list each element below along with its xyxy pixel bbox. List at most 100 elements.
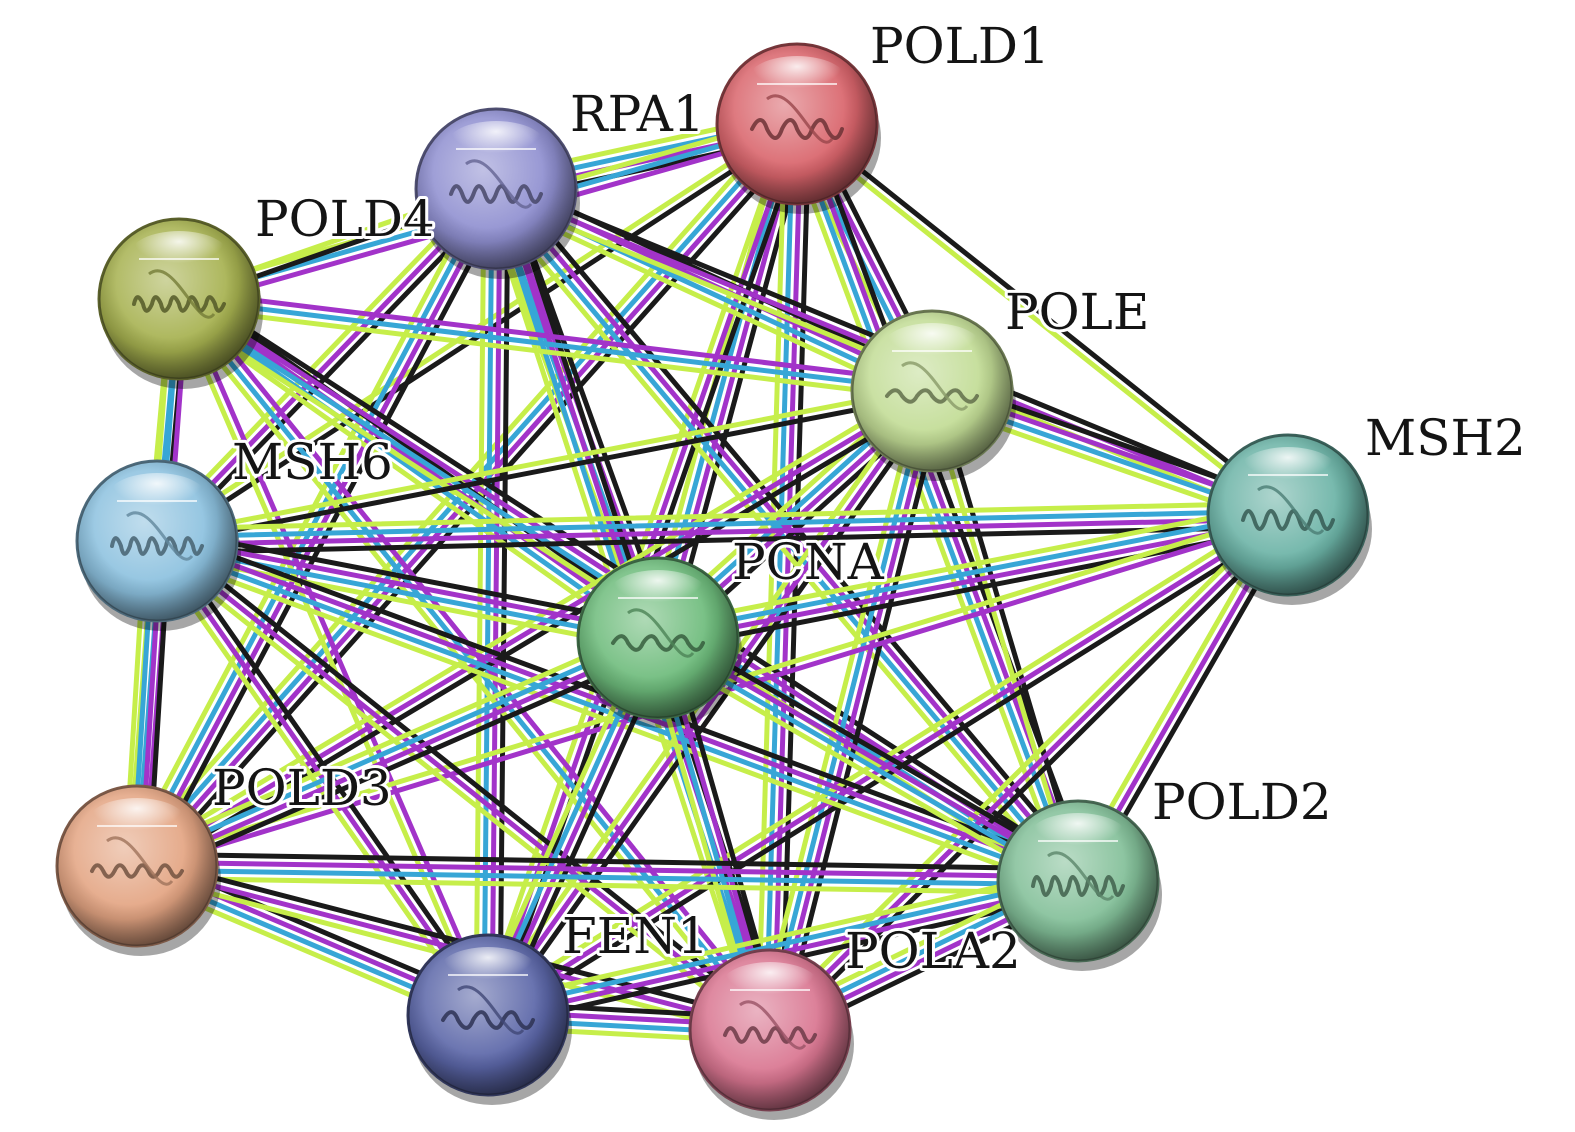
edge-line-text_mining	[482, 866, 1078, 1006]
node-label-pcna: PCNA	[732, 533, 885, 591]
edge-line-coexpression	[492, 393, 942, 1023]
edge-line-databases	[654, 508, 1290, 637]
edge-line-text_mining	[153, 384, 934, 540]
edge-line-databases	[484, 874, 1080, 1014]
edge-line-experiments	[180, 294, 495, 1016]
edge-POLD4-FEN1	[172, 294, 495, 1020]
edge-line-databases	[176, 296, 935, 394]
edge-line-coexpression	[159, 532, 778, 1027]
node-label-fen1: FEN1	[562, 907, 709, 965]
node-highlight	[107, 473, 207, 521]
edge-line-databases	[154, 508, 1291, 540]
edge-line-text_mining	[130, 381, 931, 862]
node-label-pole: POLE	[1005, 283, 1149, 341]
edge-line-databases	[174, 299, 659, 644]
node-highlight	[882, 323, 982, 371]
node-label-pold4: POLD4	[255, 190, 435, 248]
node-pold2[interactable]	[996, 799, 1162, 971]
edge-line-coexpression	[661, 625, 1087, 874]
edge-line-text_mining	[649, 645, 1075, 894]
edge-line-text_mining	[148, 180, 493, 538]
edge-line-text_mining	[792, 124, 1289, 521]
edge-line-coexpression	[796, 118, 1293, 515]
edge-line-coexpression	[139, 646, 666, 880]
edge-line-experiments	[485, 388, 935, 1018]
edge-line-experiments	[771, 389, 939, 1034]
edge-POLD3-POLD2	[134, 851, 1081, 896]
node-label-msh2: MSH2	[1365, 409, 1526, 467]
node-label-rpa1: RPA1	[570, 85, 705, 143]
edge-PCNA-POLD3	[129, 624, 666, 880]
edge-line-coexpression	[156, 526, 663, 629]
edge-POLD4-POLE	[175, 288, 936, 402]
edge-line-coexpression	[134, 851, 1081, 872]
edge-line-coexpression	[161, 533, 498, 1013]
node-highlight	[129, 231, 229, 279]
edge-line-experiments	[177, 288, 936, 386]
edge-line-experiments	[155, 534, 662, 637]
edge-line-text_mining	[172, 298, 487, 1020]
node-highlight	[1028, 813, 1128, 861]
edge-POLE-MSH6	[153, 384, 936, 548]
edge-line-databases	[790, 122, 1077, 885]
edge-line-text_mining	[154, 500, 1291, 532]
edge-line-experiments	[178, 293, 663, 638]
edge-line-coexpression	[657, 524, 1293, 653]
edge-POLE-POLA2	[755, 385, 947, 1036]
node-pcna[interactable]	[576, 556, 742, 728]
edge-line-databases	[153, 542, 1080, 888]
node-highlight	[1238, 447, 1338, 495]
edge-line-databases	[131, 118, 797, 866]
edge-line-text_mining	[134, 875, 1081, 896]
edge-line-databases	[763, 387, 931, 1032]
edge-line-experiments	[154, 516, 1291, 548]
node-highlight	[87, 798, 187, 846]
edge-line-text_mining	[481, 505, 1287, 1011]
edge-line-text_mining	[755, 385, 923, 1030]
edge-line-coexpression	[155, 392, 936, 548]
node-label-pold2: POLD2	[1152, 773, 1332, 831]
edge-POLD1-MSH2	[792, 118, 1293, 521]
edge-line-coexpression	[136, 855, 775, 1025]
edge-line-text_mining	[169, 306, 654, 651]
node-pold4[interactable]	[97, 217, 263, 389]
edge-line-coexpression	[154, 524, 1291, 556]
edge-MSH2-MSH6	[154, 500, 1291, 556]
edge-line-experiments	[134, 859, 1081, 880]
node-pole[interactable]	[850, 309, 1016, 481]
node-pold3[interactable]	[55, 784, 221, 956]
edge-line-coexpression	[779, 391, 947, 1036]
node-pold1[interactable]	[715, 42, 881, 214]
edge-line-databases	[134, 867, 1081, 888]
node-label-pold3: POLD3	[212, 759, 392, 817]
edge-MSH2-PCNA	[653, 500, 1293, 653]
edge-line-text_mining	[484, 194, 1072, 892]
edge-line-experiments	[136, 639, 663, 873]
node-layer	[55, 42, 1372, 1120]
edge-line-experiments	[154, 538, 773, 1033]
node-pola2[interactable]	[688, 948, 854, 1120]
edge-MSH6-PCNA	[152, 526, 663, 653]
node-msh2[interactable]	[1206, 433, 1372, 605]
edge-line-text_mining	[175, 304, 934, 402]
edge-line-text_mining	[783, 125, 1070, 888]
node-highlight	[747, 56, 847, 104]
node-highlight	[608, 570, 708, 618]
node-fen1[interactable]	[406, 933, 572, 1105]
edge-line-experiments	[138, 188, 503, 871]
node-label-msh6: MSH6	[232, 433, 393, 491]
node-label-pola2: POLA2	[845, 922, 1021, 980]
edge-line-text_mining	[925, 389, 1077, 885]
edge-POLD4-PCNA	[169, 286, 668, 651]
edge-line-text_mining	[149, 544, 768, 1039]
edge-line-experiments	[656, 516, 1292, 645]
edge-MSH6-POLA2	[149, 532, 778, 1039]
node-rpa1[interactable]	[414, 107, 580, 279]
node-msh6[interactable]	[75, 459, 241, 631]
edge-line-databases	[132, 631, 659, 865]
edge-POLE-POLD2	[925, 387, 1085, 885]
node-highlight	[720, 962, 820, 1010]
node-highlight	[438, 947, 538, 995]
